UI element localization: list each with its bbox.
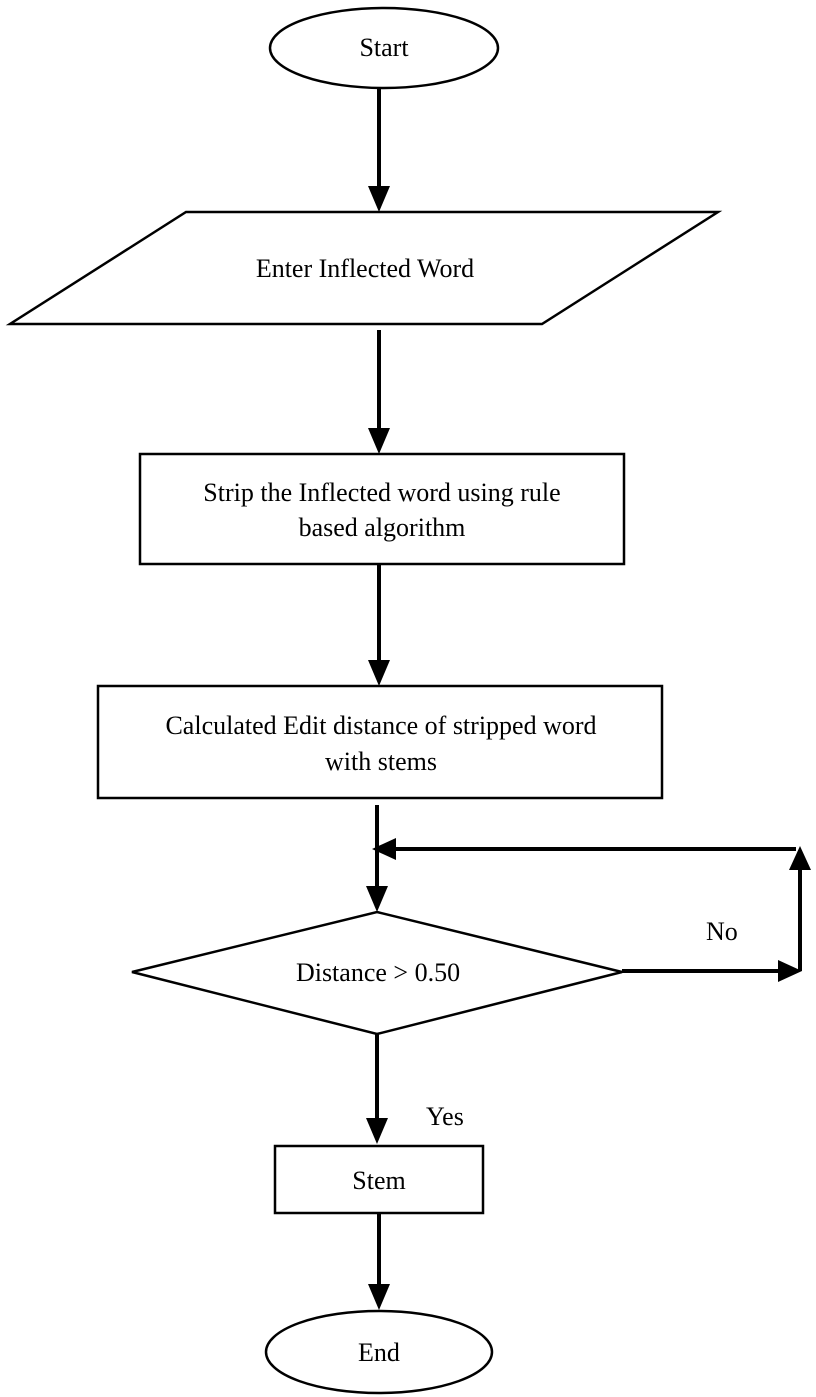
decision-label: Distance > 0.50	[296, 958, 460, 987]
calc-process-box	[96, 684, 664, 800]
strip-label-line2: based algorithm	[299, 513, 466, 542]
input-parallelogram	[5, 210, 723, 326]
end-oval	[264, 1309, 494, 1395]
decision-node: Distance > 0.50	[131, 910, 623, 1036]
strip-node: Strip the Inflected word using rule base…	[138, 452, 626, 566]
stem-process-box	[273, 1144, 485, 1215]
start-label: Start	[359, 33, 409, 62]
strip-process-box	[138, 452, 626, 566]
start-node: Start	[268, 6, 500, 90]
calc-label-line1: Calculated Edit distance of stripped wor…	[165, 711, 596, 740]
calc-node: Calculated Edit distance of stripped wor…	[96, 684, 664, 800]
stem-node: Stem	[273, 1144, 485, 1215]
calc-label-line2: with stems	[325, 747, 437, 776]
arrow-start-to-input	[368, 88, 390, 212]
start-oval	[268, 6, 500, 90]
arrow-stem-to-end	[368, 1214, 390, 1310]
arrow-input-to-strip	[368, 330, 390, 454]
arrow-no-loop	[372, 838, 811, 982]
end-node: End	[264, 1309, 494, 1395]
stem-label: Stem	[352, 1166, 405, 1195]
yes-edge-label: Yes	[426, 1102, 464, 1131]
end-label: End	[358, 1338, 400, 1367]
input-label: Enter Inflected Word	[256, 254, 474, 283]
arrow-calc-to-decision	[366, 805, 388, 912]
strip-label-line1: Strip the Inflected word using rule	[203, 478, 560, 507]
arrow-strip-to-calc	[368, 564, 390, 686]
no-edge-label: No	[706, 917, 738, 946]
arrow-decision-to-stem	[366, 1034, 388, 1144]
input-node: Enter Inflected Word	[5, 210, 723, 326]
